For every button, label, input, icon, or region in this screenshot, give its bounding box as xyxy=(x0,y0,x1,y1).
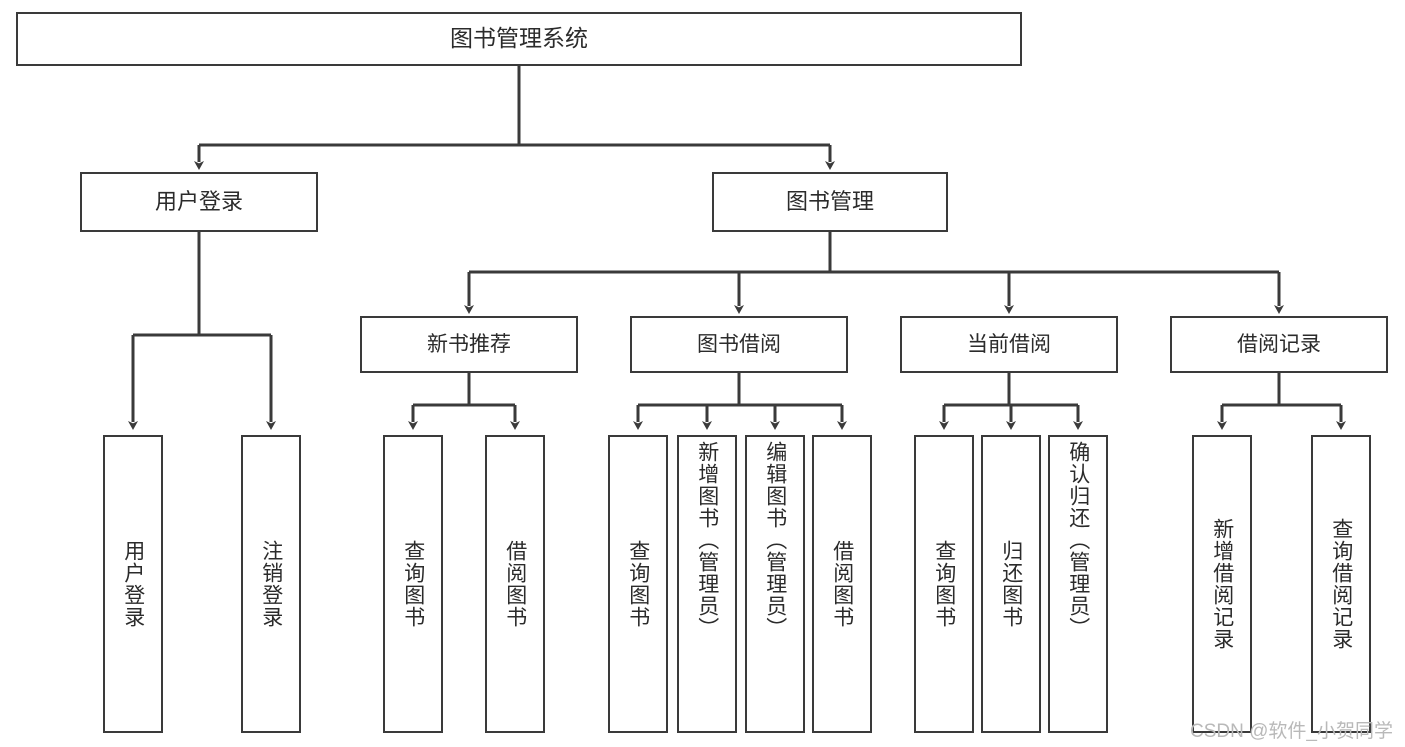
node-label: 图书借阅 xyxy=(697,332,781,356)
node-user-login[interactable]: 用户登录 xyxy=(80,172,318,232)
node-label: 查询图书 xyxy=(401,540,425,628)
leaf-borrow-add-book-admin[interactable]: 新增图书（管理员） xyxy=(677,435,737,733)
node-current-borrow[interactable]: 当前借阅 xyxy=(900,316,1118,373)
node-label: 新书推荐 xyxy=(427,332,511,356)
node-label: 确认归还（管理员） xyxy=(1066,441,1090,639)
leaf-current-confirm-return-admin[interactable]: 确认归还（管理员） xyxy=(1048,435,1108,733)
node-borrow-record[interactable]: 借阅记录 xyxy=(1170,316,1388,373)
node-label: 查询借阅记录 xyxy=(1329,518,1353,650)
watermark-text: CSDN @软件_小贺同学 xyxy=(1190,721,1393,742)
node-label: 用户登录 xyxy=(121,540,145,628)
leaf-recommend-query-book[interactable]: 查询图书 xyxy=(383,435,443,733)
node-label: 新增图书（管理员） xyxy=(695,441,719,639)
leaf-record-query-record[interactable]: 查询借阅记录 xyxy=(1311,435,1371,733)
node-label: 查询图书 xyxy=(626,540,650,628)
leaf-current-query-book[interactable]: 查询图书 xyxy=(914,435,974,733)
leaf-user-login-logout[interactable]: 注销登录 xyxy=(241,435,301,733)
node-label: 图书管理 xyxy=(785,188,874,214)
node-label: 新增借阅记录 xyxy=(1210,518,1234,650)
node-label: 归还图书 xyxy=(999,540,1023,628)
node-book-borrow[interactable]: 图书借阅 xyxy=(630,316,848,373)
leaf-borrow-borrow-book[interactable]: 借阅图书 xyxy=(812,435,872,733)
leaf-recommend-borrow-book[interactable]: 借阅图书 xyxy=(485,435,545,733)
node-label: 注销登录 xyxy=(259,540,283,628)
node-label: 当前借阅 xyxy=(967,332,1051,356)
node-label: 编辑图书（管理员） xyxy=(763,441,787,639)
node-label: 借阅图书 xyxy=(503,540,527,628)
node-label: 借阅记录 xyxy=(1237,332,1321,356)
node-label: 查询图书 xyxy=(932,540,956,628)
node-label: 图书管理系统 xyxy=(450,25,588,52)
leaf-borrow-query-book[interactable]: 查询图书 xyxy=(608,435,668,733)
node-root-system[interactable]: 图书管理系统 xyxy=(16,12,1022,66)
node-new-book-recommend[interactable]: 新书推荐 xyxy=(360,316,578,373)
node-book-management[interactable]: 图书管理 xyxy=(712,172,948,232)
leaf-borrow-edit-book-admin[interactable]: 编辑图书（管理员） xyxy=(745,435,805,733)
node-label: 借阅图书 xyxy=(830,540,854,628)
leaf-record-add-record[interactable]: 新增借阅记录 xyxy=(1192,435,1252,733)
leaf-current-return-book[interactable]: 归还图书 xyxy=(981,435,1041,733)
node-label: 用户登录 xyxy=(154,188,243,214)
leaf-user-login-login[interactable]: 用户登录 xyxy=(103,435,163,733)
